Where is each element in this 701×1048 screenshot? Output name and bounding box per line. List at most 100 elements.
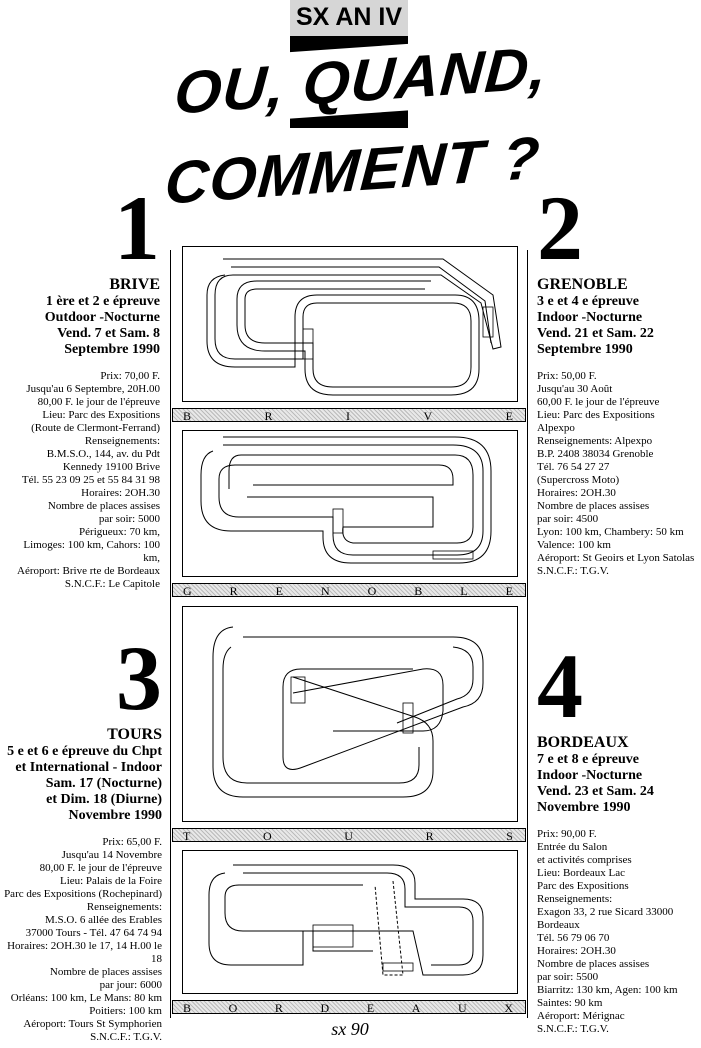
event-4: 4 BORDEAUX 7 e et 8 e épreuve Indoor -No… [537,640,699,1036]
info-line: S.N.C.F.: T.G.V. [537,1023,609,1035]
info-line: Horaires: 2OH.30 [81,487,160,499]
band-tours: T O U R S [172,828,526,843]
right-rule [527,250,528,1018]
band-letter: E [275,584,285,598]
info-line: 60,00 F. le jour de l'épreuve [537,396,660,408]
finish-marker [302,328,314,360]
track-map-brive [182,246,518,402]
info-line: Aéroport: Tours St Symphorien [23,1018,162,1030]
band-grenoble: G R E N O B L E [172,583,526,598]
left-rule [170,250,171,1018]
event-line: 1 ère et 2 e épreuve [45,294,160,309]
track-map-tours [182,606,518,822]
event-city: BRIVE [109,276,160,293]
event-number: 4 [537,635,583,737]
event-line: et Dim. 18 (Diurne) [46,792,162,807]
info-line: 37000 Tours - Tél. 47 64 74 94 [25,927,162,939]
info-line: par soir: 5500 [537,971,599,983]
info-line: par soir: 5000 [98,513,160,525]
info-line: B.M.S.O., 144, av. du Pdt [46,448,160,460]
info-line: Aéroport: Brive rte de Bordeaux [17,565,160,577]
band-letter: U [458,1001,469,1015]
info-line: Nombre de places assises [47,500,160,512]
band-letter: E [366,1001,377,1015]
info-line: Renseignements: [84,435,160,447]
band-letter: R [264,409,275,423]
band-brive: B R I V E [172,408,526,423]
start-marker [482,306,494,338]
info-line: S.N.C.F.: T.G.V. [90,1031,162,1043]
info-line: S.N.C.F.: Le Capitole [64,578,160,590]
event-line: 7 e et 8 e épreuve [537,752,639,767]
event-line: Indoor -Nocturne [537,768,643,783]
info-line: Tél. 55 23 09 25 et 55 84 31 98 [21,474,160,486]
band-letter: D [320,1001,332,1015]
info-line: Horaires: 2OH.30 [537,945,616,957]
info-line: Tél. 56 79 06 70 [537,932,610,944]
info-line: Périgueux: 70 km, [79,526,160,538]
event-city: BORDEAUX [537,734,629,751]
start-marker [402,702,414,734]
band-letter: A [411,1001,423,1015]
info-line: Aéroport: Mérignac [537,1010,625,1022]
info-line: Orléans: 100 km, Le Mans: 80 km [10,992,162,1004]
band-letter: T [183,829,193,843]
event-number: 2 [537,177,583,279]
info-line: Lieu: Palais de la Foire [59,875,162,887]
band-letter: L [460,584,470,598]
event-info: Prix: 50,00 F. Jusqu'au 30 Août 60,00 F.… [537,370,697,578]
band-letter: R [425,829,436,843]
event-line: Sam. 17 (Nocturne) [45,776,162,791]
info-line: Jusqu'au 14 Novembre [61,849,162,861]
band-letter: B [183,1001,194,1015]
info-line: Biarritz: 130 km, Agen: 100 km [537,984,678,996]
info-line: par jour: 6000 [99,979,162,991]
info-line: par soir: 4500 [537,513,599,525]
finish-marker [312,924,354,948]
track-map-bordeaux [182,850,518,994]
info-line: Prix: 70,00 F. [100,370,160,382]
band-letter: X [504,1001,515,1015]
info-line: Tél. 76 54 27 27 [537,461,610,473]
event-line: 5 e et 6 e épreuve du Chpt [7,744,162,759]
track-diagram [212,626,484,798]
info-line: S.N.C.F.: T.G.V. [537,565,609,577]
info-line: Lyon: 100 km, Chambery: 50 km [537,526,684,538]
event-number: 1 [114,177,160,279]
info-line: Renseignements: Alpexpo [537,435,653,447]
band-bordeaux: B O R D E A U X [172,1000,526,1015]
event-line: Novembre 1990 [537,800,631,815]
info-line: Lieu: Parc des Expositions [537,409,655,421]
kicker-title: SX AN IV [295,3,403,31]
info-line: Limoges: 100 km, Cahors: 100 km, [23,539,160,564]
band-letter: O [262,829,274,843]
band-letter: B [183,409,194,423]
event-line: 3 e et 4 e épreuve [537,294,639,309]
info-line: Lieu: Parc des Expositions [42,409,160,421]
event-line: Vend. 7 et Sam. 8 [57,326,160,341]
band-letter: R [229,584,240,598]
info-line: Exagon 33, 2 rue Sicard 33000 [537,906,674,918]
info-line: Prix: 65,00 F. [102,836,162,848]
event-info: Prix: 70,00 F. Jusqu'au 6 Septembre, 20H… [8,370,160,591]
finish-marker [332,508,344,534]
info-line: Jusqu'au 6 Septembre, 20H.00 [26,383,160,395]
info-line: 80,00 F. le jour de l'épreuve [39,862,162,874]
info-line: Horaires: 2OH.30 [537,487,616,499]
event-number: 3 [116,627,162,729]
track-diagram [206,258,502,396]
event-3: 3 TOURS 5 e et 6 e épreuve du Chpt et In… [4,632,162,1044]
event-line: Indoor -Nocturne [537,310,643,325]
band-letter: R [274,1001,285,1015]
event-1: 1 BRIVE 1 ère et 2 e épreuve Outdoor -No… [8,182,160,591]
info-line: Parc des Expositions (Rochepinard) [4,888,162,900]
event-city: TOURS [107,726,162,743]
track-diagram [200,436,492,564]
event-line: Septembre 1990 [537,342,633,357]
event-city: GRENOBLE [537,276,628,293]
start-marker [382,962,414,972]
start-marker [432,550,474,560]
event-line: Vend. 21 et Sam. 22 [537,326,654,341]
event-2: 2 GRENOBLE 3 e et 4 e épreuve Indoor -No… [537,182,697,578]
info-line: 80,00 F. le jour de l'épreuve [37,396,160,408]
